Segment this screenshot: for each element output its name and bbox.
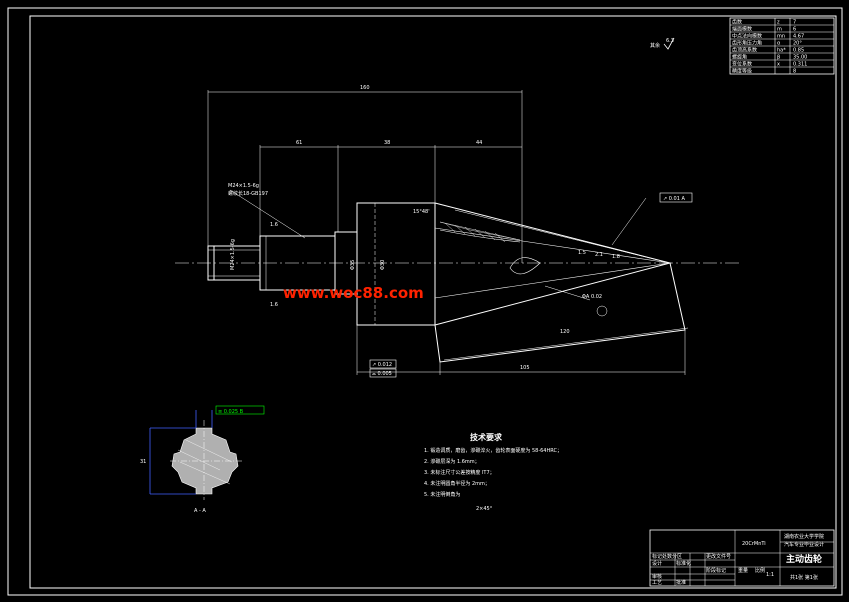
surface-note-1: 1.6 bbox=[270, 222, 278, 228]
dim-ref-h: 1.8 bbox=[612, 254, 620, 260]
section-callout-text: ΦA 0.02 bbox=[582, 294, 602, 300]
title-block: 20CrMnTi 湖南农业大学学院 汽车专业毕业设计 主动齿轮 共1张 第1张 … bbox=[649, 529, 835, 587]
school: 湖南农业大学学院 bbox=[784, 533, 824, 540]
surface-note-2: 1.6 bbox=[270, 302, 278, 308]
roughness-value: 6.3 bbox=[666, 38, 674, 44]
dim-tooth-h2: 2.1 bbox=[595, 252, 603, 258]
dim-len-c: 44 bbox=[476, 140, 482, 146]
param-name: 齿数 bbox=[732, 19, 742, 26]
tech-item: 2. 渗碳层深为 1.6mm； bbox=[424, 458, 480, 465]
param-symbol: ha* bbox=[777, 48, 786, 54]
tb-c11: 工艺 bbox=[652, 580, 662, 586]
tb-c5: 设计 bbox=[652, 560, 662, 567]
gear-hatch bbox=[439, 221, 521, 243]
thread-callout: M24×1.5-6g 螺纹长18-GB197 1.6 1.6 bbox=[228, 183, 306, 308]
param-value: 6 bbox=[793, 27, 796, 33]
gtol-left: ↗ 0.012 ⌓ 0.005 bbox=[369, 359, 397, 378]
dim-cone-len: 120 bbox=[560, 329, 570, 335]
tb-c10: 审核 bbox=[652, 573, 662, 580]
roughness-note: 其余 6.3 bbox=[650, 37, 675, 50]
gtol-left-1: ↗ 0.012 bbox=[372, 362, 392, 368]
thread-spec: M24×1.5-6g bbox=[228, 183, 259, 189]
param-name: 齿形角压力角 bbox=[732, 40, 762, 47]
scale: 1:1 bbox=[766, 572, 774, 578]
tb-c12: 批准 bbox=[676, 579, 686, 586]
gtol-left-2: ⌓ 0.005 bbox=[372, 371, 392, 377]
school-sub: 汽车专业毕业设计 bbox=[784, 541, 824, 548]
dim-thread-dia: M24×1.5-6g bbox=[230, 239, 236, 270]
tech-item: 3. 未标注尺寸公差按精度 IT7； bbox=[424, 469, 495, 476]
dim-pitch-len: 105 bbox=[520, 365, 530, 371]
tech-item: 5. 未注明倒角为 bbox=[424, 491, 460, 498]
watermark: www.woc88.com bbox=[283, 284, 424, 302]
section-callout: ΦA 0.02 bbox=[544, 285, 608, 317]
gtol-main: ↗ 0.01 A bbox=[611, 192, 693, 246]
param-value: 20° bbox=[793, 41, 802, 47]
gtol-spline: ≡ 0.025 B bbox=[218, 409, 244, 415]
param-name: 精度等级 bbox=[732, 68, 752, 75]
dim-tooth-h1: 1.5 bbox=[578, 250, 586, 256]
param-value: 35.00 bbox=[793, 55, 807, 61]
param-name: 中点法向模数 bbox=[732, 33, 762, 40]
outer-border bbox=[7, 7, 843, 596]
gtol-main-text: ↗ 0.01 A bbox=[663, 196, 686, 202]
param-symbol: β bbox=[777, 55, 780, 61]
tech-item: 1. 锻造调质，磨齿，渗碳淬火，齿轮表面硬度为 58-64HRC； bbox=[424, 447, 562, 454]
shaft-outline bbox=[207, 90, 686, 375]
spline-dim: 31 bbox=[140, 459, 146, 465]
param-symbol: mn bbox=[777, 34, 785, 40]
param-value: 4.67 bbox=[793, 34, 804, 40]
dimension-lines bbox=[208, 91, 689, 373]
material: 20CrMnTi bbox=[742, 541, 766, 547]
param-symbol: x bbox=[777, 62, 780, 68]
param-name: 螺旋角 bbox=[732, 54, 747, 61]
tech-item: 4. 未注明圆角半径为 2mm； bbox=[424, 480, 490, 487]
dim-len-a: 61 bbox=[296, 140, 302, 146]
drawing-no: 共1张 第1张 bbox=[790, 574, 818, 581]
roughness-prefix: 其余 bbox=[650, 42, 660, 49]
tb-c6: 标准化 bbox=[676, 560, 691, 567]
dim-overall-length: 160 bbox=[360, 85, 370, 91]
chamfer-note: 2×45° bbox=[476, 506, 493, 512]
param-value: 7 bbox=[793, 20, 796, 26]
param-value: 0.311 bbox=[793, 62, 807, 68]
param-value: 8 bbox=[793, 69, 796, 75]
dim-bearing-dia: Φ35 bbox=[350, 260, 356, 270]
param-name: 端面模数 bbox=[732, 26, 752, 33]
part-name: 主动齿轮 bbox=[786, 553, 822, 565]
dim-angle: 15°48' bbox=[413, 209, 430, 215]
section-label: A - A bbox=[194, 508, 206, 514]
parameter-table: 齿数 z 7 端面模数 m 6 中点法向模数 mn 4.67 齿形角压力角 α 20° 齿顶高系数 ha*… bbox=[729, 17, 835, 75]
param-value: 0.85 bbox=[793, 48, 804, 54]
inner-border bbox=[29, 15, 837, 589]
param-name: 变位系数 bbox=[732, 61, 752, 68]
tech-title: 技术要求 bbox=[470, 432, 503, 442]
tb-c9: 比例 bbox=[755, 567, 765, 574]
tb-c8: 重量 bbox=[738, 567, 748, 574]
spline-section: 31 ≡ 0.025 B A - A bbox=[140, 405, 265, 514]
tech-requirements: 技术要求 1. 锻造调质，磨齿，渗碳淬火，齿轮表面硬度为 58-64HRC； 2.… bbox=[424, 432, 562, 512]
tb-c2: 更改文件号 bbox=[706, 553, 731, 560]
param-name: 齿顶高系数 bbox=[732, 47, 757, 54]
dim-shaft-dia: Φ30 bbox=[380, 260, 386, 270]
param-symbol: α bbox=[777, 41, 781, 47]
dim-len-b: 38 bbox=[384, 140, 390, 146]
thread-note: 螺纹长18-GB197 bbox=[228, 190, 268, 197]
tb-c7: 阶段标记 bbox=[706, 567, 726, 574]
tb-c1: 标记处数分区 bbox=[652, 553, 682, 560]
param-symbol: m bbox=[777, 27, 782, 33]
param-symbol: z bbox=[777, 20, 780, 26]
